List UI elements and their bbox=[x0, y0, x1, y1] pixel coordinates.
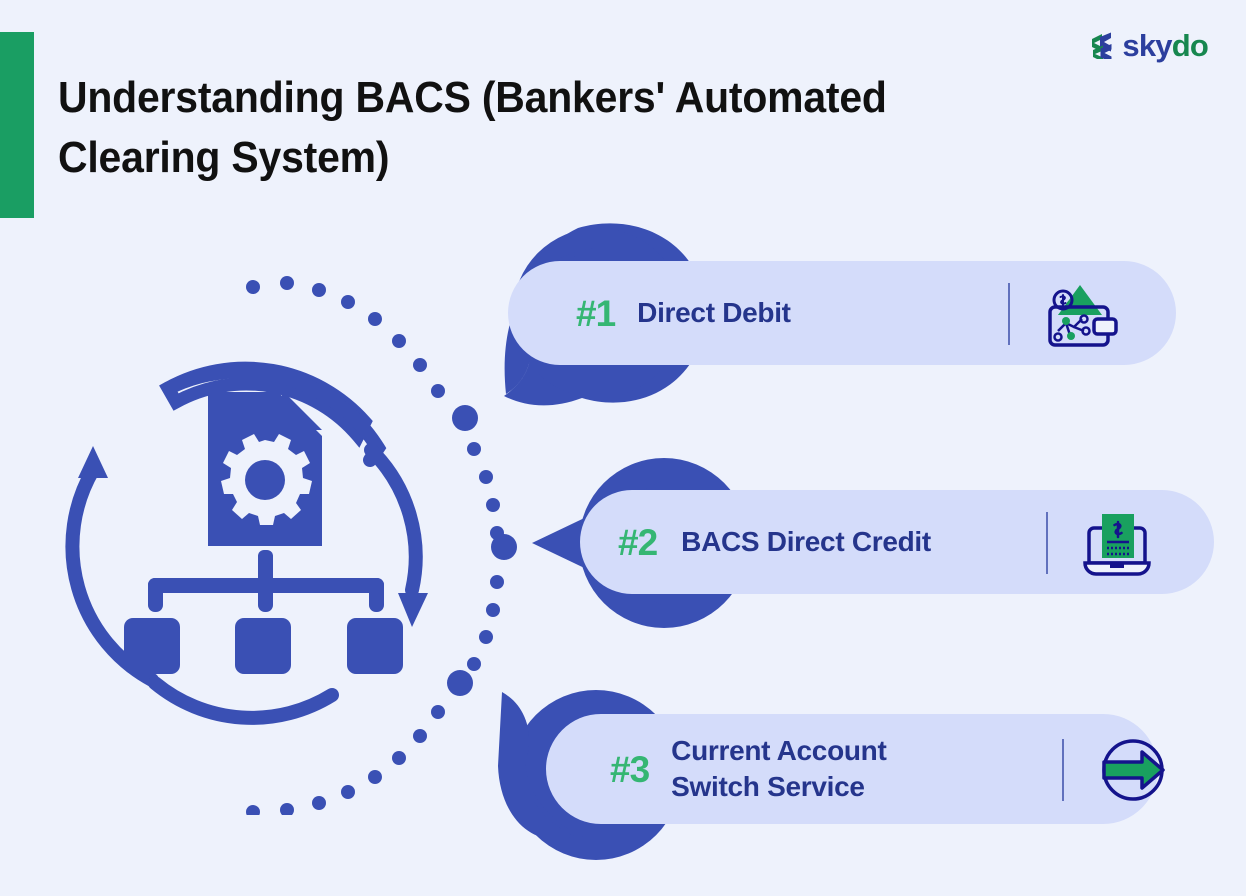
card-label-2: BACS Direct Credit bbox=[681, 525, 931, 557]
card-divider-2 bbox=[1046, 512, 1048, 574]
card-body-1[interactable]: #1 Direct Debit bbox=[508, 261, 1176, 365]
logo-text: skydo bbox=[1122, 30, 1208, 61]
card-number-3: #3 bbox=[610, 748, 650, 790]
card-body-2[interactable]: #2 BACS Direct Credit bbox=[580, 490, 1214, 594]
logo-text-sky: sky bbox=[1122, 27, 1172, 63]
circle-arrow-right-icon bbox=[1094, 731, 1172, 809]
card-number-1: #1 bbox=[576, 292, 616, 334]
brand-logo: skydo bbox=[1089, 28, 1209, 62]
card-current-account-switch-service[interactable]: #3 Current Account Switch Service bbox=[474, 682, 1190, 860]
card-divider-1 bbox=[1008, 283, 1010, 345]
double-chevron-icon bbox=[1092, 32, 1112, 59]
card-divider-3 bbox=[1062, 739, 1064, 801]
laptop-invoice-icon bbox=[1078, 504, 1156, 582]
card-label-3: Current Account Switch Service bbox=[671, 734, 887, 802]
card-direct-debit[interactable]: #1 Direct Debit bbox=[490, 223, 1190, 406]
card-body-3[interactable]: #3 Current Account Switch Service bbox=[546, 714, 1165, 824]
card-label-1: Direct Debit bbox=[637, 296, 791, 328]
accent-bar bbox=[0, 32, 34, 218]
wallet-money-icon bbox=[1040, 275, 1118, 353]
dotted-arc-connector bbox=[246, 276, 517, 815]
document-gear-workflow-illustration bbox=[65, 361, 428, 725]
logo-text-do: do bbox=[1171, 27, 1209, 63]
card-number-2: #2 bbox=[618, 521, 658, 563]
card-bacs-direct-credit[interactable]: #2 BACS Direct Credit bbox=[524, 458, 1214, 628]
page-title: Understanding BACS (Bankers' Automated C… bbox=[58, 73, 887, 182]
